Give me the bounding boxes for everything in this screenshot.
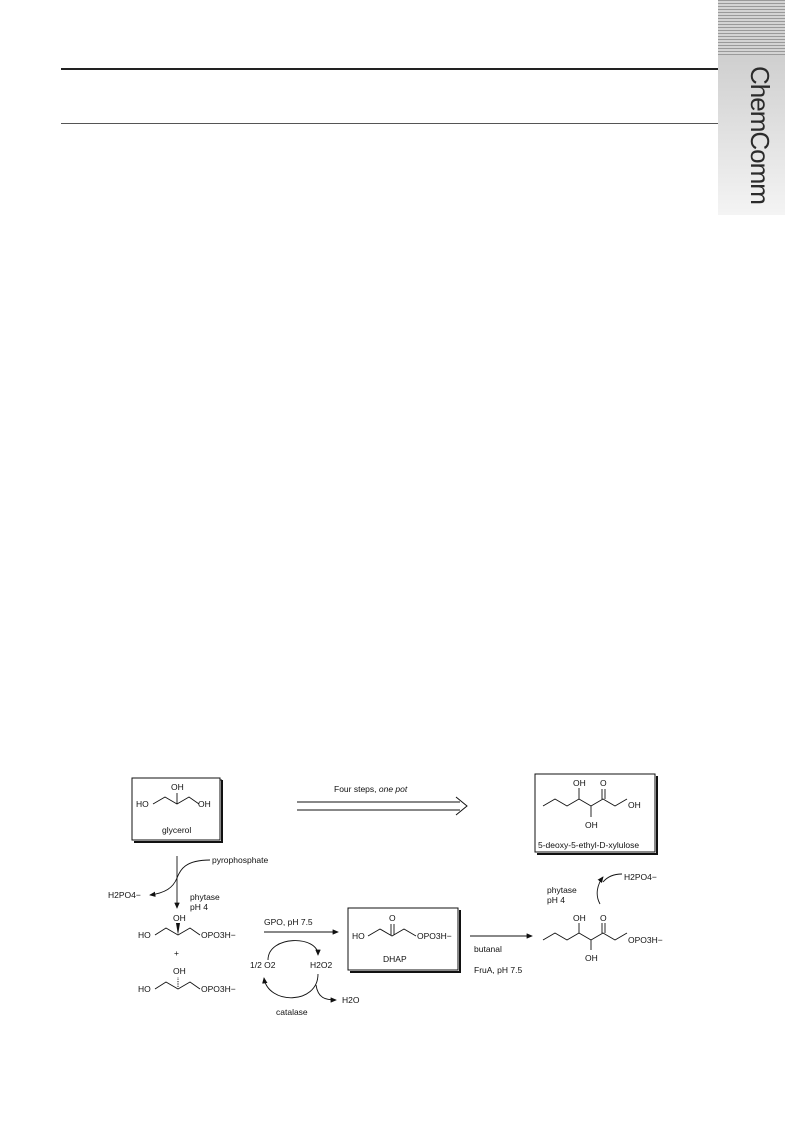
half-o2-label: 1/2 O2 [250, 960, 276, 970]
catalase-label: catalase [276, 1007, 308, 1017]
phytase-left-line1: phytase [190, 892, 220, 902]
glycerol-oh-top: OH [171, 782, 184, 792]
dhap-name: DHAP [383, 954, 407, 964]
h2o2-label: H2O2 [310, 960, 332, 970]
phytase-right-line2: pH 4 [547, 895, 565, 905]
glycerol-3-phosphate-bottom: OH HO OPO3H− [138, 966, 236, 994]
svg-text:O: O [389, 913, 396, 923]
side-tab-gradient [718, 55, 785, 215]
product-oh-top: OH [573, 778, 586, 788]
svg-text:OPO3H−: OPO3H− [628, 935, 663, 945]
four-steps-arrow: Four steps, one pot [297, 784, 468, 816]
svg-text:OH: OH [173, 913, 186, 923]
glycerol-oh-right: OH [198, 799, 211, 809]
frua-label: FruA, pH 7.5 [474, 965, 522, 975]
glycerol-name: glycerol [162, 825, 191, 835]
four-steps-label: Four steps, one pot [334, 784, 408, 794]
h2po4-right: H2PO4− [624, 872, 657, 882]
svg-text:OPO3H−: OPO3H− [201, 984, 236, 994]
dhap-structure: O HO OPO3H− DHAP [347, 907, 461, 973]
glycerol-ho: HO [136, 799, 149, 809]
header-rule-bottom [61, 123, 721, 124]
product-oh-right: OH [628, 800, 641, 810]
aldolase-step: butanal FruA, pH 7.5 [470, 933, 533, 975]
svg-text:OH: OH [573, 913, 586, 923]
phytase-right-line1: phytase [547, 885, 577, 895]
butanal-label: butanal [474, 944, 502, 954]
journal-side-tab [718, 0, 785, 215]
header-rule-top [61, 68, 721, 70]
product-oh-bottom: OH [585, 820, 598, 830]
svg-text:OH: OH [173, 966, 186, 976]
h2po4-left: H2PO4− [108, 890, 141, 900]
gpo-catalase-cycle: GPO, pH 7.5 1/2 O2 H2O2 H2O catalase [250, 917, 360, 1017]
phytase-left-line2: pH 4 [190, 902, 208, 912]
h2o-label: H2O [342, 995, 360, 1005]
svg-text:HO: HO [138, 984, 151, 994]
svg-text:HO: HO [352, 931, 365, 941]
journal-tab-label: ChemComm [745, 66, 775, 204]
pyrophosphate-label: pyrophosphate [212, 855, 269, 865]
glycerol-structure: OH HO OH glycerol [131, 777, 223, 843]
svg-text:OPO3H−: OPO3H− [417, 931, 452, 941]
svg-text:O: O [600, 913, 607, 923]
reaction-scheme: OH HO OH glycerol Four steps, one pot OH… [108, 773, 663, 1017]
phytase-step-left: pyrophosphate H2PO4− phytase pH 4 [108, 855, 269, 912]
plus-sign: + [174, 948, 179, 958]
product-name: 5-deoxy-5-ethyl-D-xylulose [538, 840, 639, 850]
gpo-label: GPO, pH 7.5 [264, 917, 313, 927]
svg-text:OPO3H−: OPO3H− [201, 930, 236, 940]
phytase-step-right: phytase pH 4 H2PO4− [547, 872, 657, 905]
product-structure: OH O OH OH 5-deoxy-5-ethyl-D-xylulose [534, 773, 658, 855]
svg-text:OH: OH [585, 953, 598, 963]
svg-text:HO: HO [138, 930, 151, 940]
glycerol-3-phosphate-top: OH HO OPO3H− + [138, 913, 236, 958]
aldol-product-structure: OH O OH OPO3H− [542, 913, 663, 963]
product-o-top: O [600, 778, 607, 788]
